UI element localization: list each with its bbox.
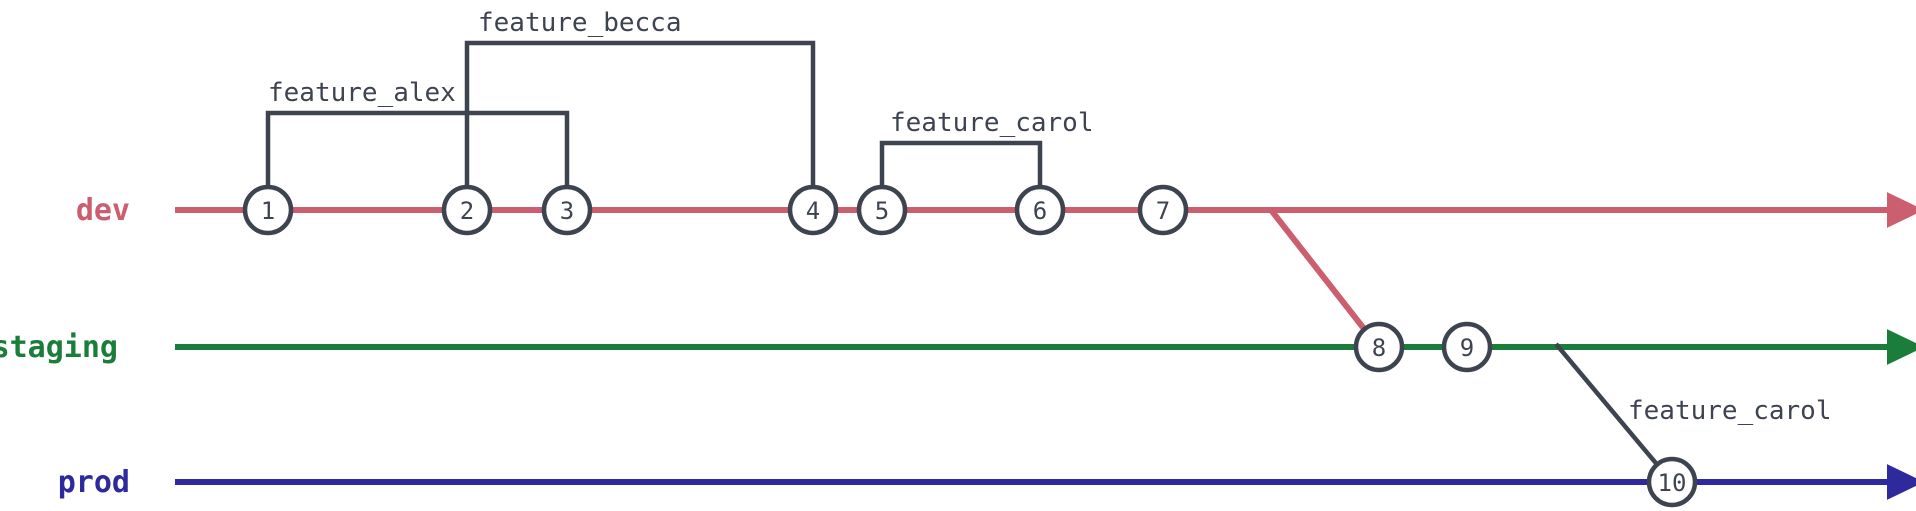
merge-line-staging-to-prod-merge[interactable]: [1554, 342, 1662, 470]
commit-label-10: 10: [1658, 469, 1687, 497]
commit-circle-5[interactable]: [856, 184, 908, 236]
commit-circle-8[interactable]: [1353, 321, 1405, 373]
feature-bracket-feature_alex[interactable]: [265, 110, 570, 187]
commit-node-4[interactable]: 4: [787, 184, 839, 236]
commit-label-4: 4: [806, 197, 820, 225]
merge-line-dev-to-staging-merge[interactable]: [1268, 208, 1368, 332]
merge-label-staging-to-prod-merge: feature_carol: [1628, 396, 1832, 426]
commit-node-3[interactable]: 3: [541, 184, 593, 236]
commit-node-7[interactable]: 7: [1137, 184, 1189, 236]
feature-label-feature_becca: feature_becca: [478, 8, 682, 38]
commit-label-2: 2: [460, 197, 474, 225]
commit-node-1[interactable]: 1: [242, 184, 294, 236]
commit-circle-1[interactable]: [242, 184, 294, 236]
commit-node-6[interactable]: 6: [1014, 184, 1066, 236]
commit-node-8[interactable]: 8: [1353, 321, 1405, 373]
feature-bracket-feature_carol[interactable]: [879, 140, 1043, 187]
commit-label-7: 7: [1156, 197, 1170, 225]
lanes-layer: [175, 192, 1916, 500]
commits-layer: 1 2 3 4 5 6 7 8 9 10: [242, 184, 1698, 508]
commit-node-5[interactable]: 5: [856, 184, 908, 236]
commit-circle-3[interactable]: [541, 184, 593, 236]
lane-labels-layer: dev staging prod: [0, 193, 130, 500]
commit-label-6: 6: [1033, 197, 1047, 225]
commit-label-5: 5: [875, 197, 889, 225]
commit-circle-4[interactable]: [787, 184, 839, 236]
commit-label-3: 3: [560, 197, 574, 225]
commit-label-8: 8: [1372, 334, 1386, 362]
merges-layer: feature_carol: [1268, 208, 1832, 470]
commit-node-10[interactable]: 10: [1646, 456, 1698, 508]
commit-label-9: 9: [1460, 334, 1474, 362]
commit-node-9[interactable]: 9: [1441, 321, 1493, 373]
feature-label-feature_alex: feature_alex: [268, 78, 456, 108]
branch-label-dev: dev: [76, 193, 130, 228]
brackets-layer: feature_alex feature_becca feature_carol: [265, 8, 1094, 187]
commit-circle-7[interactable]: [1137, 184, 1189, 236]
feature-bracket-feature_becca[interactable]: [464, 40, 816, 187]
branch-label-prod: prod: [58, 465, 130, 500]
commit-circle-6[interactable]: [1014, 184, 1066, 236]
commit-node-2[interactable]: 2: [441, 184, 493, 236]
commit-label-1: 1: [261, 197, 275, 225]
feature-label-feature_carol: feature_carol: [890, 108, 1094, 138]
branch-label-staging: staging: [0, 330, 118, 365]
commit-circle-9[interactable]: [1441, 321, 1493, 373]
commit-circle-2[interactable]: [441, 184, 493, 236]
commit-circle-10[interactable]: [1646, 456, 1698, 508]
